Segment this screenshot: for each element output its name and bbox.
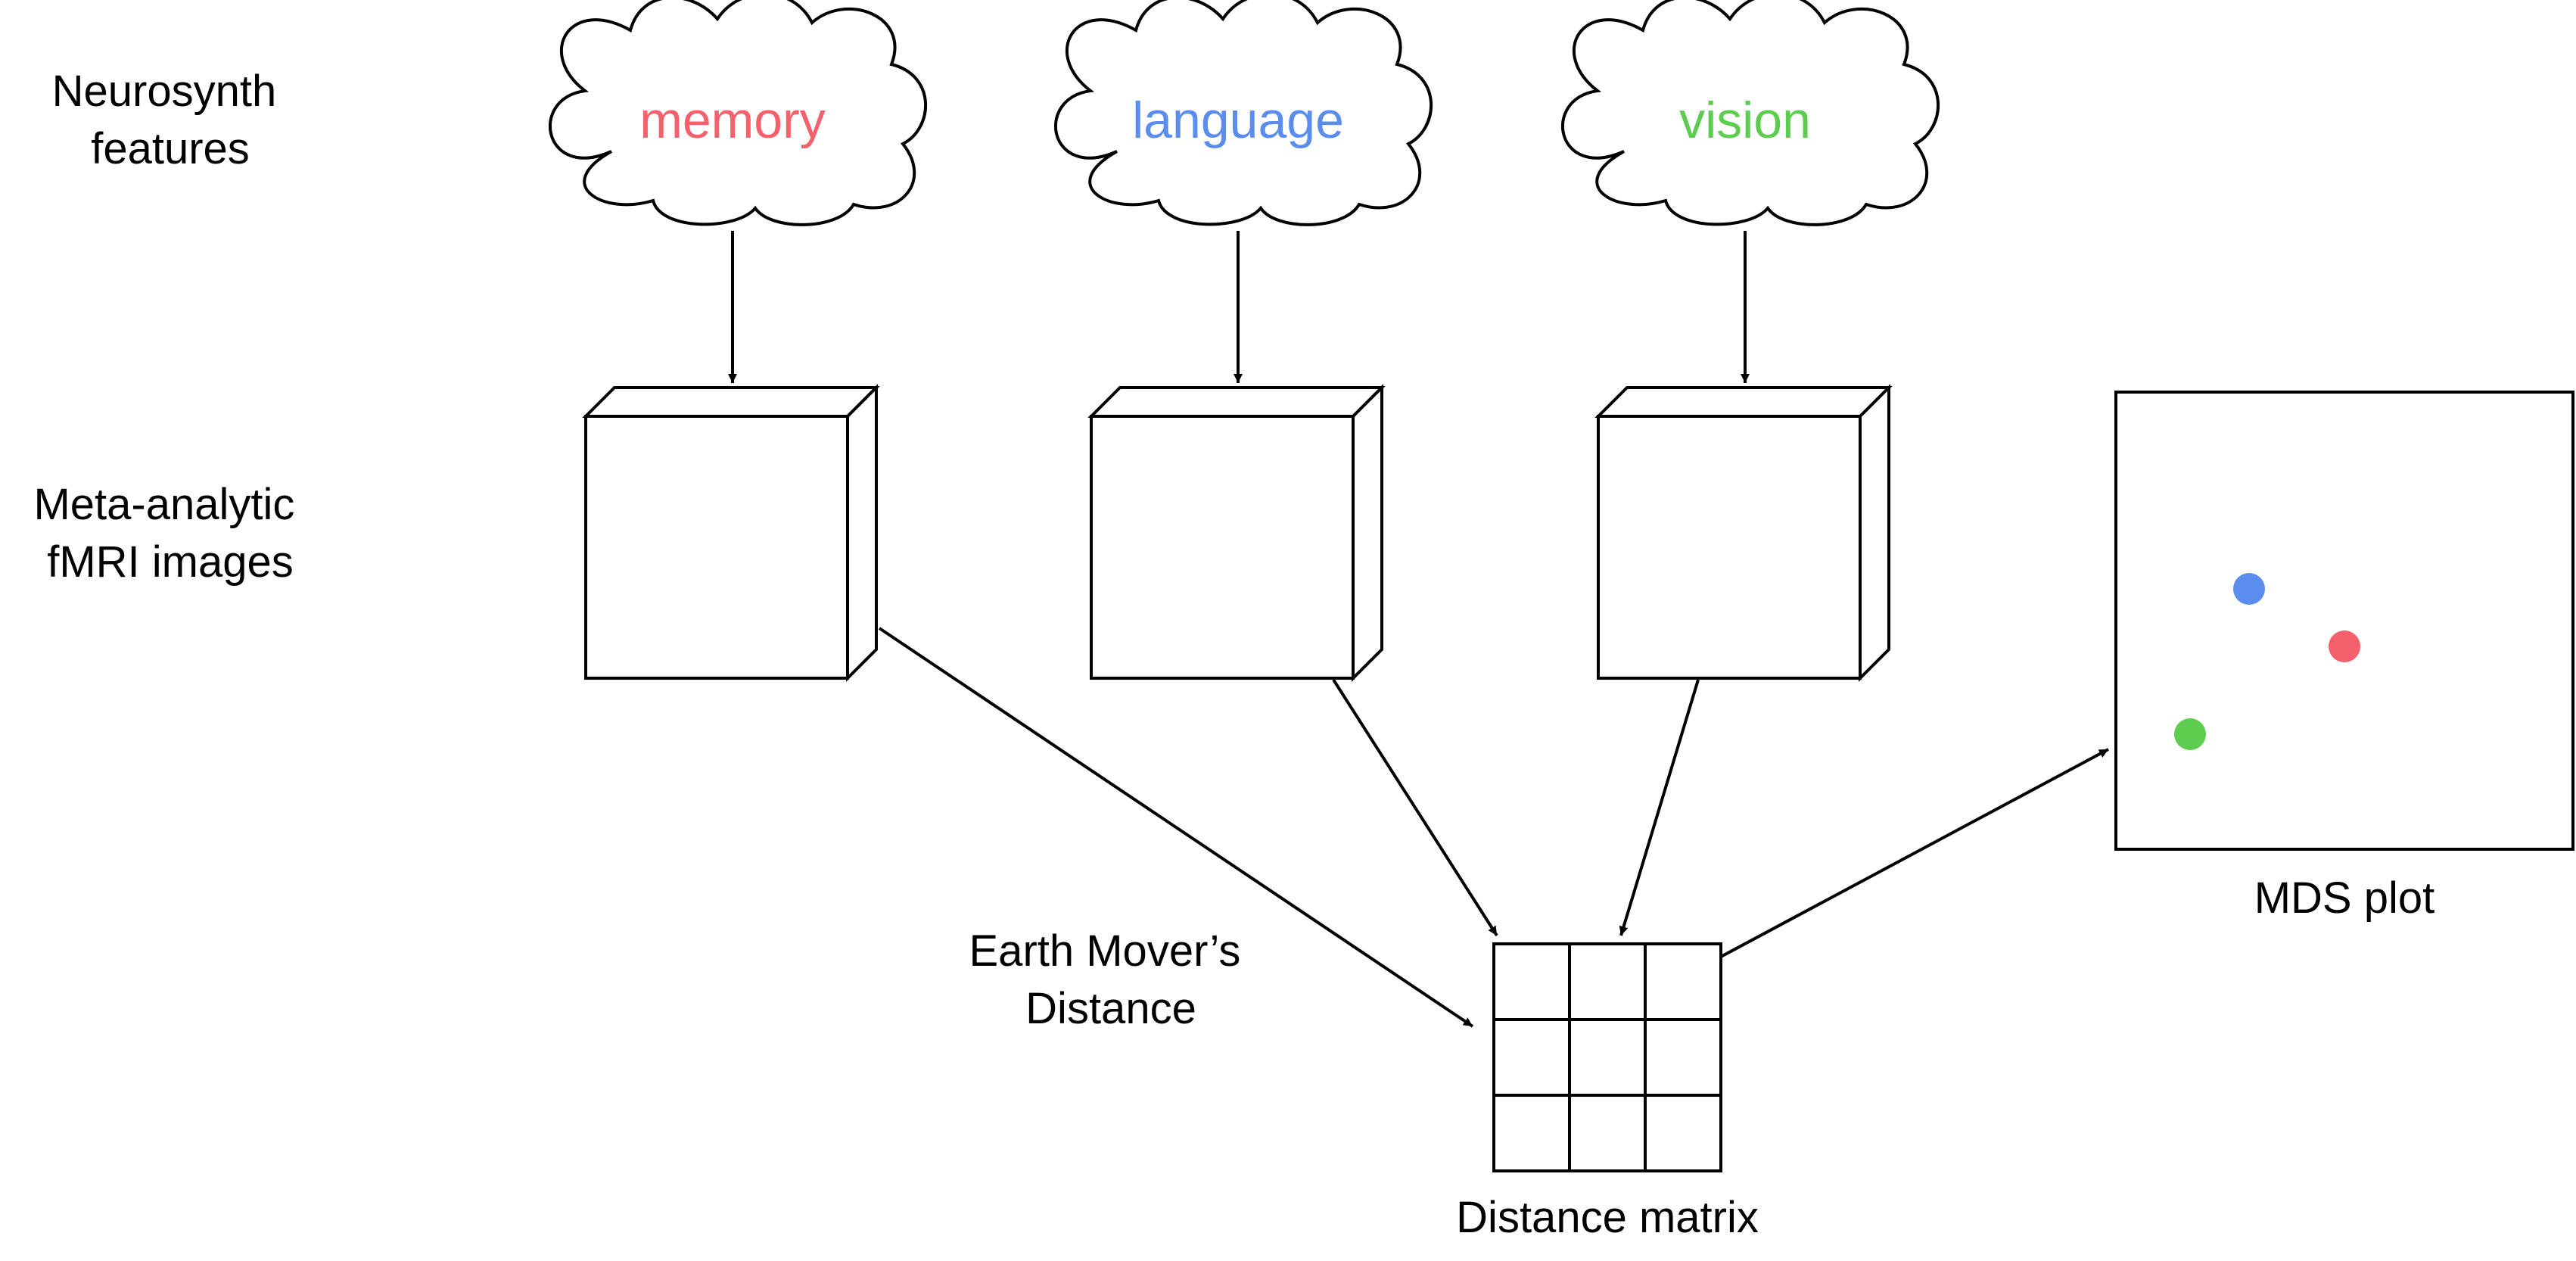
arrow-matrix-to-mds — [1720, 748, 2109, 958]
mds-point-vision — [2174, 718, 2206, 750]
distance-matrix — [1492, 942, 1722, 1172]
matrix-cell — [1644, 1018, 1722, 1097]
feature-cloud-memory: memory — [548, 0, 927, 226]
cube-front-face — [1597, 415, 1862, 680]
feature-clouds: memory language vision — [548, 0, 1940, 226]
distance-matrix-label: Distance matrix — [1456, 1193, 1759, 1242]
emd-label-line2: Distance — [1025, 984, 1196, 1033]
emd-label-line1: Earth Mover’s — [969, 926, 1241, 976]
arrow-cube-to-matrix-language — [1332, 678, 1498, 937]
row-label-images-line2: fMRI images — [47, 537, 294, 587]
cloud-label-language: language — [1132, 92, 1344, 149]
row-label-images-line1: Meta-analytic — [33, 480, 294, 529]
cube-top-face — [582, 386, 880, 418]
matrix-cell — [1492, 1018, 1571, 1097]
matrix-cell — [1492, 942, 1571, 1021]
cube-front-face — [584, 415, 849, 680]
cube-top-face — [1594, 386, 1893, 418]
matrix-cell — [1568, 1018, 1647, 1097]
arrows — [728, 231, 2109, 1028]
mds-plot-label: MDS plot — [2254, 873, 2435, 923]
feature-cloud-language: language — [1053, 0, 1433, 226]
row-label-features: Neurosynth features — [52, 67, 289, 173]
mds-point-language — [2233, 573, 2265, 605]
matrix-cell — [1644, 1094, 1722, 1172]
cloud-label-vision: vision — [1679, 92, 1811, 149]
matrix-cell — [1492, 1094, 1571, 1172]
cube-side-face — [1352, 384, 1383, 682]
cloud-shape — [1560, 0, 1940, 226]
fmri-cube-language — [1087, 384, 1386, 682]
mds-plot-frame — [2114, 391, 2574, 851]
mds-point-memory — [2329, 630, 2360, 662]
cube-side-face — [846, 384, 878, 682]
cube-front-face — [1090, 415, 1355, 680]
matrix-cell — [1644, 942, 1722, 1021]
row-label-images: Meta-analytic fMRI images — [33, 480, 306, 587]
row-label-features-line1: Neurosynth — [52, 67, 277, 116]
cloud-label-memory: memory — [639, 92, 826, 149]
emd-label: Earth Mover’s Distance — [969, 926, 1253, 1033]
fmri-image-cubes — [582, 384, 1893, 682]
cube-side-face — [1859, 384, 1890, 682]
arrow-cube-to-matrix-vision — [1619, 679, 1700, 936]
matrix-cell — [1568, 942, 1647, 1021]
cube-top-face — [1087, 386, 1386, 418]
mds-plot — [2114, 391, 2574, 851]
arrow-cube-to-matrix-memory — [878, 627, 1474, 1028]
matrix-cell — [1568, 1094, 1647, 1172]
fmri-cube-vision — [1594, 384, 1893, 682]
cloud-shape — [1053, 0, 1433, 226]
fmri-cube-memory — [582, 384, 880, 682]
cloud-shape — [548, 0, 927, 226]
feature-cloud-vision: vision — [1560, 0, 1940, 226]
row-label-features-line2: features — [91, 124, 250, 173]
